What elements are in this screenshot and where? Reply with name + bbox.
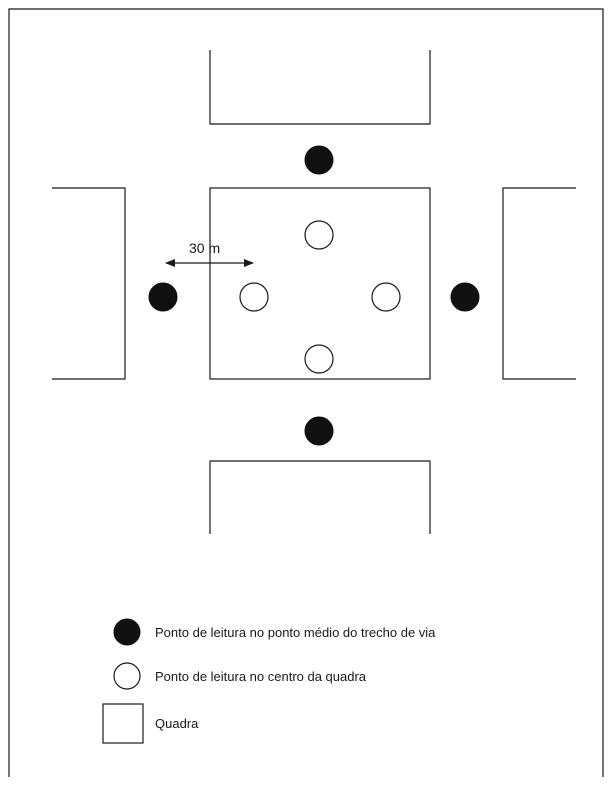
legend-filled-point-icon xyxy=(113,618,141,646)
block-center xyxy=(209,187,431,380)
block-point-top xyxy=(304,220,334,250)
legend-block-label: Quadra xyxy=(155,716,199,731)
frame-border xyxy=(8,8,604,777)
street-midpoint-left xyxy=(148,282,178,312)
block-point-right xyxy=(371,282,401,312)
block-left xyxy=(52,187,126,380)
block-point-bottom xyxy=(304,344,334,374)
block-point-left xyxy=(239,282,269,312)
legend: Ponto de leitura no ponto médio do trech… xyxy=(102,618,436,744)
legend-hollow-point-label: Ponto de leitura no centro da quadra xyxy=(155,669,367,684)
legend-filled-point-label: Ponto de leitura no ponto médio do trech… xyxy=(155,625,436,640)
block-top xyxy=(209,50,431,125)
distance-label: 30 m xyxy=(189,240,220,256)
street-midpoint-bottom xyxy=(304,416,334,446)
street-midpoint-right xyxy=(450,282,480,312)
block-bottom xyxy=(209,460,431,534)
legend-hollow-point-icon xyxy=(113,662,141,690)
block-right xyxy=(502,187,576,380)
legend-block-icon xyxy=(102,703,144,744)
street-midpoint-top xyxy=(304,145,334,175)
